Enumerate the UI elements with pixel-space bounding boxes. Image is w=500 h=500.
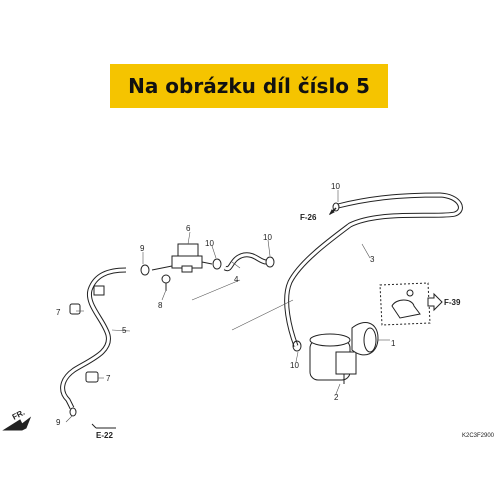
clip-part-7-lower[interactable] bbox=[85, 371, 99, 383]
callout-1: 1 bbox=[391, 339, 396, 348]
part-number-banner: Na obrázku díl číslo 5 bbox=[110, 64, 388, 108]
callout-8: 8 bbox=[158, 301, 163, 310]
ref-f26[interactable]: F-26 bbox=[300, 213, 317, 222]
ref-front: FR. bbox=[11, 408, 27, 422]
callout-9-top: 9 bbox=[140, 244, 145, 253]
clamp-part-10-top[interactable] bbox=[332, 202, 340, 212]
ref-e22[interactable]: E-22 bbox=[96, 431, 113, 440]
ref-f39[interactable]: F-39 bbox=[444, 298, 461, 307]
bolt-part-8[interactable] bbox=[161, 274, 171, 291]
hose-part-5[interactable] bbox=[60, 267, 127, 410]
leader-lines bbox=[65, 190, 390, 423]
callout-10-valve: 10 bbox=[205, 239, 214, 248]
callout-5: 5 bbox=[122, 326, 127, 335]
clamp-part-10-valve[interactable] bbox=[212, 258, 222, 270]
clip-part-7-upper[interactable] bbox=[69, 303, 81, 315]
hose-joint bbox=[93, 285, 105, 296]
diagram-code: K2C3F2900 bbox=[462, 433, 495, 439]
callout-9-bottom: 9 bbox=[56, 418, 61, 427]
valve-part-6[interactable] bbox=[151, 243, 213, 273]
callout-10-top: 10 bbox=[331, 182, 340, 191]
clamp-part-10-canister[interactable] bbox=[292, 340, 302, 352]
callout-10-canister: 10 bbox=[290, 361, 299, 370]
hose-part-4[interactable] bbox=[223, 252, 267, 272]
callout-3: 3 bbox=[370, 255, 375, 264]
arrow-front bbox=[2, 416, 32, 431]
callout-2: 2 bbox=[334, 393, 339, 402]
callout-4: 4 bbox=[234, 275, 239, 284]
bracket-part-1[interactable] bbox=[351, 322, 379, 356]
clamp-part-9-bottom[interactable] bbox=[69, 407, 77, 417]
callout-7-upper: 7 bbox=[56, 308, 61, 317]
detail-inset-f39 bbox=[379, 282, 431, 326]
bracket-e22 bbox=[91, 423, 116, 429]
callout-6: 6 bbox=[186, 224, 191, 233]
callout-10-hose: 10 bbox=[263, 233, 272, 242]
clamp-part-9-top[interactable] bbox=[140, 264, 150, 276]
arrow-f39 bbox=[427, 292, 443, 312]
canister-part-2[interactable] bbox=[309, 333, 357, 384]
arrow-f26 bbox=[328, 207, 337, 216]
clamp-part-10-hose[interactable] bbox=[265, 256, 275, 268]
callout-7-lower: 7 bbox=[106, 374, 111, 383]
tube-part-3[interactable] bbox=[284, 192, 463, 347]
